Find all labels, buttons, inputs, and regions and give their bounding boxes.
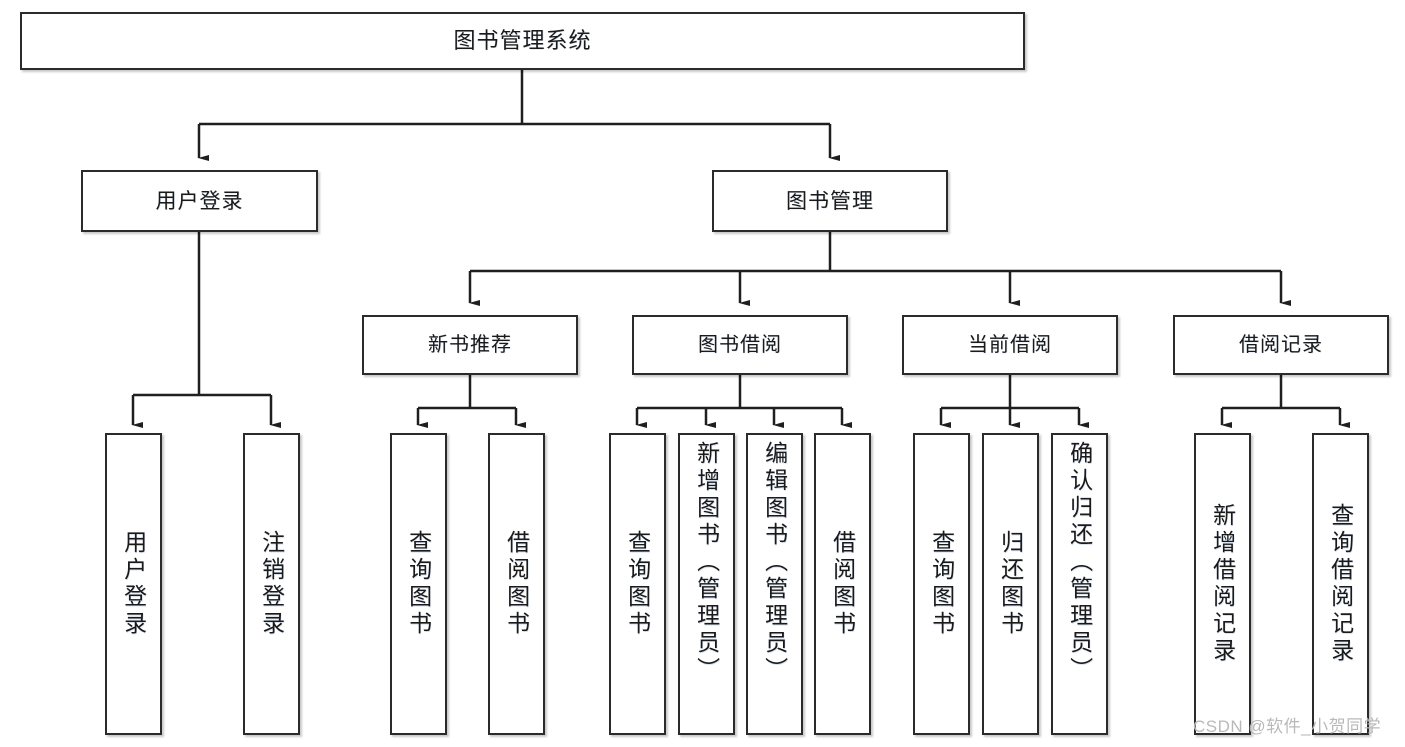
leaf-borrow-borrow-book[interactable]: 借阅图书 (814, 433, 871, 735)
node-label: 新书推荐 (428, 334, 512, 356)
node-label: 确认归还（管理员） (1066, 441, 1093, 684)
node-label: 查询图书 (405, 530, 432, 638)
node-label: 归还图书 (997, 530, 1024, 638)
node-label: 图书借阅 (698, 334, 782, 356)
node-label: 借阅图书 (503, 530, 530, 638)
node-current-borrow[interactable]: 当前借阅 (902, 315, 1118, 375)
node-label: 编辑图书（管理员） (761, 441, 788, 684)
leaf-current-confirm-return-admin[interactable]: 确认归还（管理员） (1051, 433, 1108, 735)
leaf-new-book-query[interactable]: 查询图书 (390, 433, 447, 735)
node-book-borrow[interactable]: 图书借阅 (632, 315, 848, 375)
leaf-borrow-add-book-admin[interactable]: 新增图书（管理员） (678, 433, 735, 735)
node-root-book-management-system[interactable]: 图书管理系统 (20, 12, 1025, 70)
leaf-current-return-book[interactable]: 归还图书 (982, 433, 1039, 735)
leaf-current-query-book[interactable]: 查询图书 (913, 433, 970, 735)
node-borrow-record[interactable]: 借阅记录 (1173, 315, 1389, 375)
node-label: 借阅图书 (829, 530, 856, 638)
leaf-borrow-edit-book-admin[interactable]: 编辑图书（管理员） (746, 433, 803, 735)
node-label: 用户登录 (120, 530, 147, 638)
node-label: 新增图书（管理员） (693, 441, 720, 684)
leaf-user-login-login[interactable]: 用户登录 (105, 433, 162, 735)
leaf-record-query-record[interactable]: 查询借阅记录 (1312, 433, 1369, 735)
node-label: 新增借阅记录 (1209, 503, 1236, 665)
node-label: 当前借阅 (968, 334, 1052, 356)
node-book-management[interactable]: 图书管理 (712, 170, 948, 232)
node-label: 注销登录 (258, 530, 285, 638)
node-label: 查询借阅记录 (1327, 503, 1354, 665)
node-label: 查询图书 (928, 530, 955, 638)
leaf-borrow-query-book[interactable]: 查询图书 (609, 433, 666, 735)
node-label: 借阅记录 (1239, 334, 1323, 356)
node-label: 用户登录 (155, 189, 244, 213)
node-label: 图书管理系统 (453, 28, 592, 53)
node-label: 查询图书 (624, 530, 651, 638)
node-user-login[interactable]: 用户登录 (81, 170, 318, 232)
leaf-new-book-borrow[interactable]: 借阅图书 (488, 433, 545, 735)
node-new-book-recommend[interactable]: 新书推荐 (362, 315, 578, 375)
leaf-record-add-record[interactable]: 新增借阅记录 (1194, 433, 1251, 735)
node-label: 图书管理 (786, 189, 874, 213)
leaf-user-login-logout[interactable]: 注销登录 (243, 433, 300, 735)
